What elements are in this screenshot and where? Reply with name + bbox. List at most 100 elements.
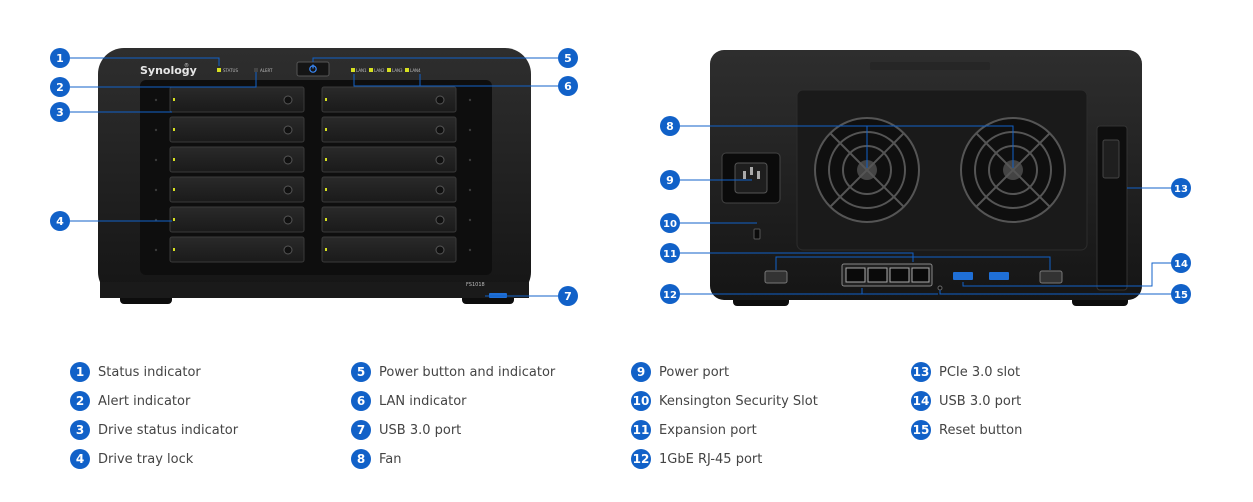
- svg-text:3: 3: [56, 106, 64, 119]
- svg-text:8: 8: [666, 120, 674, 133]
- drive-tray[interactable]: [321, 176, 457, 203]
- drive-tray-lock[interactable]: [435, 245, 445, 255]
- drive-tray-lock[interactable]: [283, 215, 293, 225]
- drive-tray-lock[interactable]: [283, 245, 293, 255]
- front-view: Synology ® STATUS ALERT LAN1 LAN2 LAN3 L…: [98, 48, 531, 304]
- lan3-led: [387, 68, 391, 72]
- drive-status-led: [325, 158, 327, 161]
- drive-tray-lock[interactable]: [283, 185, 293, 195]
- drive-status-led: [173, 158, 175, 161]
- drive-status-led: [173, 98, 175, 101]
- legend-number: 8: [351, 449, 371, 469]
- legend-label: Fan: [379, 451, 402, 467]
- drive-status-led: [325, 188, 327, 191]
- drive-tray[interactable]: [321, 86, 457, 113]
- drive-tray-lock[interactable]: [435, 155, 445, 165]
- drive-tray[interactable]: [169, 116, 305, 143]
- drive-tray[interactable]: [169, 146, 305, 173]
- back-usb-port[interactable]: [989, 272, 1009, 280]
- legend-label: Status indicator: [98, 364, 201, 380]
- lan1-led: [351, 68, 355, 72]
- callout-12: 12: [660, 284, 680, 304]
- drive-tray[interactable]: [169, 176, 305, 203]
- drive-tray[interactable]: [321, 116, 457, 143]
- callout-lines: [70, 57, 1172, 297]
- alert-led-label: ALERT: [260, 68, 273, 73]
- lan1-led-label: LAN1: [356, 68, 367, 73]
- reset-button[interactable]: [937, 285, 943, 291]
- drive-tray-lock[interactable]: [435, 95, 445, 105]
- legend-number: 2: [70, 391, 90, 411]
- svg-text:5: 5: [564, 52, 572, 65]
- legend-number: 1: [70, 362, 90, 382]
- legend-label: LAN indicator: [379, 393, 467, 409]
- legend-item: 14 USB 3.0 port: [911, 391, 1021, 411]
- drive-status-led: [173, 218, 175, 221]
- callout-1: 1: [50, 48, 70, 68]
- legend-label: 1GbE RJ-45 port: [659, 451, 763, 467]
- back-usb-port[interactable]: [953, 272, 973, 280]
- rj45-port[interactable]: [845, 267, 866, 283]
- svg-text:1: 1: [56, 52, 64, 65]
- legend-label: Reset button: [939, 422, 1023, 438]
- drive-tray-lock[interactable]: [283, 125, 293, 135]
- svg-text:10: 10: [663, 219, 677, 230]
- drive-tray[interactable]: [321, 236, 457, 263]
- expansion-port-right[interactable]: [1039, 270, 1063, 284]
- drive-tray-lock[interactable]: [435, 215, 445, 225]
- legend-item: 8 Fan: [351, 449, 402, 469]
- legend-label: USB 3.0 port: [939, 393, 1022, 409]
- lan3-led-label: LAN3: [392, 68, 403, 73]
- drive-tray-lock[interactable]: [283, 95, 293, 105]
- drive-tray[interactable]: [169, 236, 305, 263]
- callout-2: 2: [50, 77, 70, 97]
- alert-led: [254, 68, 258, 72]
- svg-text:4: 4: [56, 215, 64, 228]
- status-led-label: STATUS: [223, 68, 238, 73]
- fan-left: [814, 117, 920, 223]
- callout-14: 14: [1171, 253, 1191, 273]
- callout-8: 8: [660, 116, 680, 136]
- svg-text:12: 12: [663, 290, 677, 301]
- rj45-port[interactable]: [911, 267, 930, 283]
- legend-label: Kensington Security Slot: [659, 393, 818, 409]
- power-button[interactable]: [296, 61, 330, 77]
- drive-tray[interactable]: [321, 206, 457, 233]
- drive-tray-lock[interactable]: [435, 125, 445, 135]
- legend-number: 6: [351, 391, 371, 411]
- drive-tray[interactable]: [321, 146, 457, 173]
- callout-7: 7: [558, 286, 578, 306]
- callout-10: 10: [660, 213, 680, 233]
- callout-13: 13: [1171, 178, 1191, 198]
- callout-5: 5: [558, 48, 578, 68]
- rj45-port[interactable]: [867, 267, 888, 283]
- legend-number: 13: [911, 362, 931, 382]
- expansion-port-left[interactable]: [764, 270, 788, 284]
- drive-status-led: [325, 128, 327, 131]
- drive-tray-lock[interactable]: [435, 185, 445, 195]
- callout-9: 9: [660, 170, 680, 190]
- lan4-led-label: LAN4: [410, 68, 421, 73]
- kensington-slot[interactable]: [753, 228, 761, 240]
- drive-status-led: [325, 218, 327, 221]
- status-led: [217, 68, 221, 72]
- legend-item: 1 Status indicator: [70, 362, 201, 382]
- svg-text:7: 7: [564, 290, 572, 303]
- legend-number: 14: [911, 391, 931, 411]
- callout-4: 4: [50, 211, 70, 231]
- svg-text:14: 14: [1174, 259, 1188, 270]
- drive-tray[interactable]: [169, 206, 305, 233]
- callout-11: 11: [660, 243, 680, 263]
- svg-text:9: 9: [666, 174, 674, 187]
- legend-item: 6 LAN indicator: [351, 391, 467, 411]
- fan-right: [960, 117, 1066, 223]
- legend-label: Expansion port: [659, 422, 757, 438]
- back-view: [710, 50, 1142, 306]
- rj45-port[interactable]: [889, 267, 910, 283]
- drive-tray-lock[interactable]: [283, 155, 293, 165]
